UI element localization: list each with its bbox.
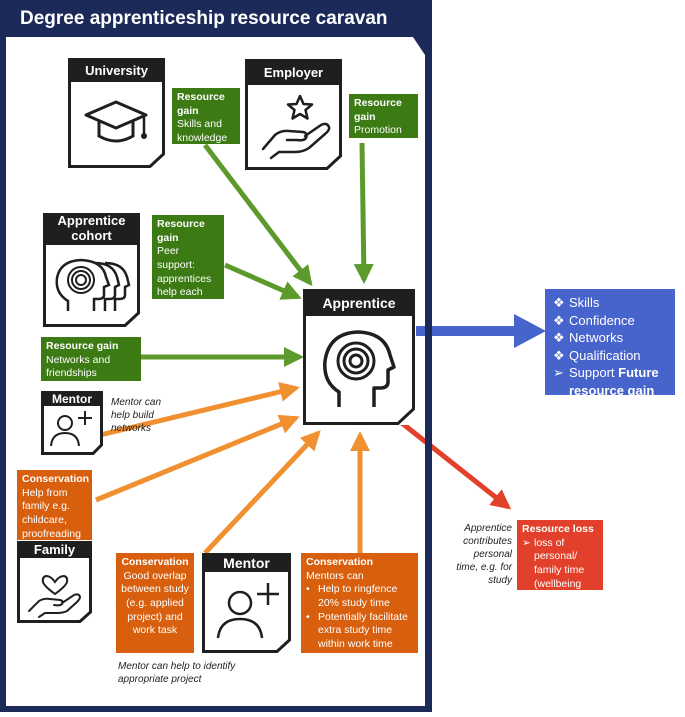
- conservation-mentors: Conservation Mentors can • Help to ringfe…: [301, 553, 418, 653]
- resource-loss: Resource loss ➢loss of personal/ family …: [517, 520, 603, 603]
- resource-gain-networks: Resource gain Networks and friendships: [41, 337, 141, 381]
- resource-gain-employer: Resource gain Promotion: [349, 94, 418, 138]
- outcome-support-prefix: Support: [569, 365, 615, 381]
- conservation-mentors-heading: Conservation: [306, 556, 374, 568]
- resource-gain-university: Resource gain Skills and knowledge: [172, 88, 240, 144]
- resource-gain-cohort: Resource gain Peer support: apprentices …: [152, 215, 224, 312]
- resource-gain-university-text: Skills and knowledge: [177, 118, 228, 144]
- apprentice-cohort-card: Apprentice cohort: [43, 213, 140, 327]
- resource-loss-text: loss of personal/ family time (wellbeing…: [534, 536, 585, 604]
- list-item: ❖Confidence: [553, 312, 667, 330]
- list-item: ❖Networks: [553, 329, 667, 347]
- resource-gain-cohort-text: Peer support: apprentices help each othe…: [157, 245, 212, 312]
- mentor-large-card-title: Mentor: [202, 553, 291, 572]
- arrow-bullet-mark: ➢: [522, 536, 531, 549]
- note-apprentice-time: Apprentice contributes personal time, e.…: [456, 523, 512, 586]
- list-item: • Help to ringfence 20% study time: [306, 583, 413, 610]
- list-item: ➢loss of personal/ family time (wellbein…: [522, 537, 598, 605]
- note-mentor-project: Mentor can help to identify appropriate …: [118, 661, 236, 685]
- resource-gain-employer-heading: Resource gain: [354, 97, 402, 123]
- hand-star-icon: [261, 94, 331, 160]
- resource-gain-networks-text: Networks and friendships: [46, 353, 111, 380]
- conservation-family-heading: Conservation: [22, 473, 90, 485]
- conservation-overlap: Conservation Good overlap between study …: [116, 553, 194, 653]
- resource-gain-networks-heading: Resource gain: [46, 340, 119, 352]
- outcome-confidence: Confidence: [569, 312, 635, 328]
- conservation-overlap-heading: Conservation: [121, 556, 189, 568]
- graduation-cap-icon: [84, 100, 148, 143]
- outcomes-box: ❖Skills ❖Confidence ❖Networks ❖Qualifica…: [545, 289, 675, 398]
- employer-card-title: Employer: [245, 59, 342, 85]
- list-item: ❖Qualification: [553, 347, 667, 365]
- arrow-employer-to-apprentice: [353, 142, 374, 284]
- university-card: University: [68, 58, 165, 168]
- conservation-family-text: Help from family e.g. childcare, proofre…: [22, 486, 81, 540]
- list-item: ❖ Skills: [553, 294, 667, 312]
- person-plus-icon: [216, 583, 279, 639]
- conservation-mentors-item: Help to ringfence 20% study time: [318, 583, 398, 609]
- resource-gain-university-heading: Resource gain: [177, 91, 225, 117]
- apprentice-card-title: Apprentice: [303, 289, 415, 316]
- mentor-small-card-title: Mentor: [41, 391, 103, 406]
- head-maze-icon: [323, 330, 396, 407]
- outcome-qualification: Qualification: [569, 347, 641, 363]
- arrow-cohort-to-apprentice: [223, 262, 302, 300]
- hand-heart-icon: [28, 574, 82, 618]
- arrow-apprentice-to-outcomes-head: [514, 314, 546, 348]
- conservation-mentors-list: • Help to ringfence 20% study time • Poten…: [306, 583, 413, 651]
- resource-loss-heading: Resource loss: [522, 523, 594, 535]
- person-plus-icon: [50, 411, 92, 447]
- outcome-skills: Skills: [569, 295, 600, 310]
- outcome-networks: Networks: [569, 330, 624, 346]
- diagram-title: Degree apprenticeship resource caravan: [20, 8, 388, 29]
- employer-card: Employer: [245, 59, 342, 170]
- outcome-future-resource-gain: Future resource gain: [569, 365, 659, 398]
- bullet-mark: •: [306, 583, 310, 596]
- resource-loss-list: ➢loss of personal/ family time (wellbein…: [522, 537, 598, 605]
- university-card-title: University: [68, 58, 165, 82]
- group-heads-maze-icon: [55, 258, 131, 311]
- apprentice-card: Apprentice: [303, 289, 415, 425]
- note-mentor-networks: Mentor can help build networks: [111, 397, 162, 434]
- conservation-overlap-text: Good overlap between study (e.g. applied…: [121, 569, 189, 637]
- arrow-apprentice-to-loss: [396, 418, 512, 510]
- family-card: Family: [17, 541, 92, 623]
- list-item: • Potentially facilitate extra study time…: [306, 611, 413, 652]
- diamond-bullet-icon: ❖: [553, 330, 565, 346]
- mentor-large-card: Mentor: [202, 553, 291, 653]
- apprentice-cohort-card-title: Apprentice cohort: [43, 213, 140, 245]
- arrow-bullet-icon: ➢: [553, 365, 564, 381]
- resource-gain-cohort-heading: Resource gain: [157, 218, 205, 244]
- diamond-bullet-icon: ❖: [553, 347, 565, 363]
- conservation-mentors-intro: Mentors can: [306, 569, 364, 582]
- conservation-family: Conservation Help from family e.g. child…: [17, 470, 92, 540]
- diamond-bullet-icon: ❖: [553, 312, 565, 328]
- diamond-bullet-icon: ❖: [553, 295, 565, 310]
- list-item: ➢ Support Future resource gain: [553, 364, 667, 399]
- conservation-mentors-item: Potentially facilitate extra study time …: [318, 610, 408, 650]
- mentor-small-card: Mentor: [41, 391, 103, 455]
- family-card-title: Family: [17, 541, 92, 558]
- resource-gain-employer-text: Promotion: [354, 124, 402, 137]
- bullet-mark: •: [306, 610, 310, 623]
- outcomes-list: ❖Skills ❖Confidence ❖Networks ❖Qualifica…: [553, 294, 667, 399]
